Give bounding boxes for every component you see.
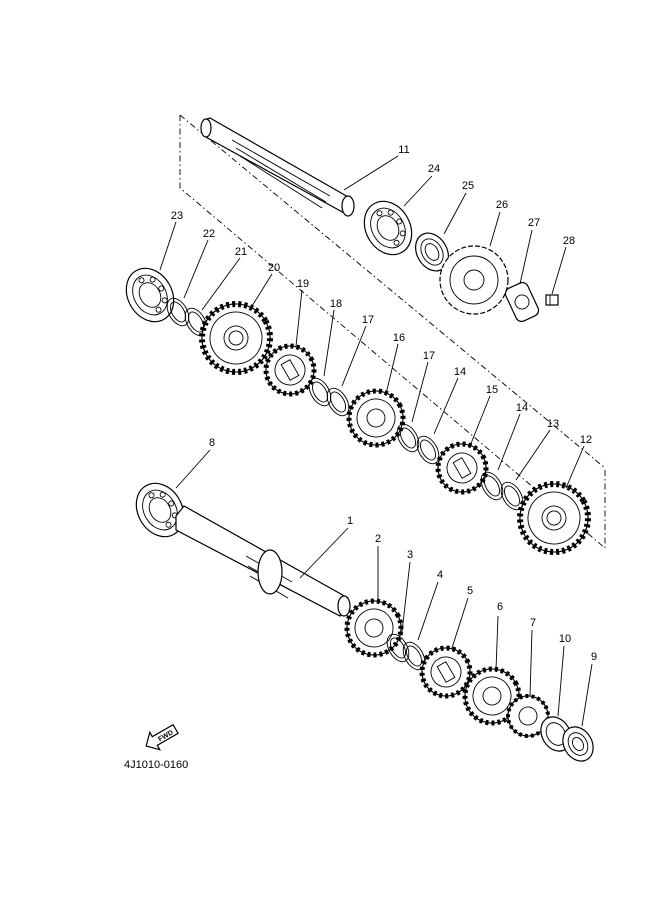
fwd-label: FWD [157, 729, 174, 743]
gear-16 [339, 381, 413, 455]
oil-seal-25 [415, 232, 449, 272]
bearing-24 [354, 192, 422, 264]
callout-28: 28 [563, 235, 575, 247]
callout-22: 22 [203, 228, 215, 240]
callout-11: 11 [398, 144, 409, 156]
callout-20: 20 [268, 262, 280, 274]
drive-sprocket-26 [439, 245, 509, 315]
callout-4: 4 [437, 569, 443, 581]
callout-26: 26 [496, 199, 508, 211]
lock-washer-27 [504, 281, 540, 323]
callout-24: 24 [428, 163, 440, 175]
callout-1: 1 [347, 515, 353, 527]
callout-27: 27 [528, 217, 540, 229]
callout-21: 21 [235, 246, 247, 258]
bolt-28 [545, 294, 559, 306]
callout-14a: 14 [454, 366, 466, 378]
callout-14b: 14 [516, 402, 528, 414]
callout-7: 7 [530, 617, 536, 629]
callout-25: 25 [462, 180, 474, 192]
callouts: 1 2 3 4 5 6 7 8 9 10 11 12 13 14 14 15 1… [171, 144, 597, 663]
callout-5: 5 [467, 585, 473, 597]
callout-17b: 17 [423, 350, 435, 362]
callout-16: 16 [393, 332, 405, 344]
drive-axle-11 [200, 117, 355, 217]
callout-10: 10 [559, 633, 571, 645]
callout-9: 9 [591, 651, 597, 663]
callout-12: 12 [580, 434, 592, 446]
drawing-code: 4J1010-0160 [124, 759, 188, 771]
callout-18: 18 [330, 298, 342, 310]
leader-lines [159, 155, 593, 727]
callout-19: 19 [297, 278, 309, 290]
oil-seal-9 [562, 726, 594, 762]
callout-8: 8 [209, 437, 215, 449]
callout-3: 3 [407, 549, 413, 561]
main-axle-1 [175, 505, 351, 617]
callout-13: 13 [547, 418, 559, 430]
callout-15: 15 [486, 384, 498, 396]
callout-2: 2 [375, 533, 381, 545]
callout-6: 6 [497, 601, 503, 613]
bearing-23 [116, 259, 184, 331]
fwd-arrow-icon: FWD [145, 723, 179, 751]
gear-12 [508, 472, 601, 565]
callout-23: 23 [171, 210, 183, 222]
gear-7 [506, 694, 550, 738]
assembly-frame-top [179, 114, 606, 469]
callout-17a: 17 [362, 314, 374, 326]
